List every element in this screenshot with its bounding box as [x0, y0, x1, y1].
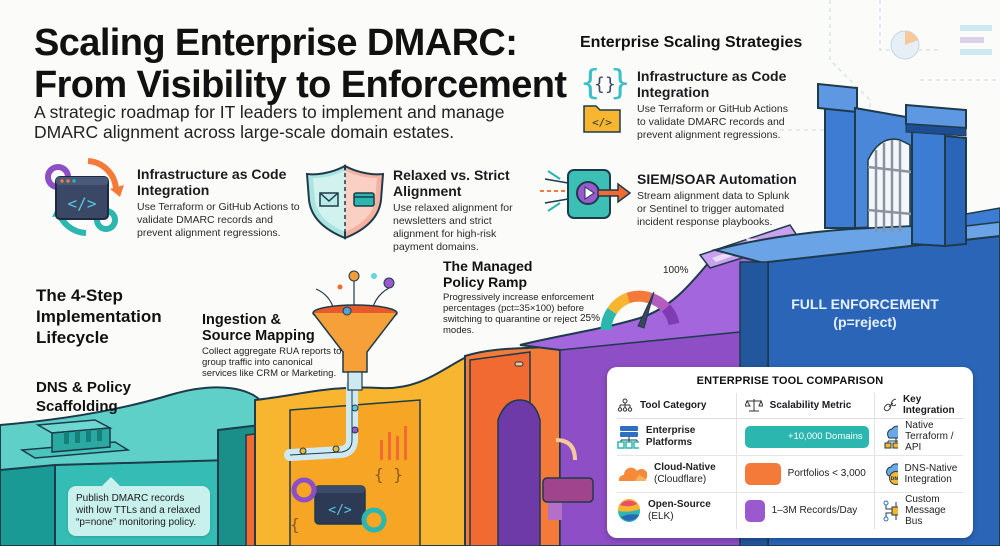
dns-cloud-icon: DNS [885, 462, 898, 485]
split-shield-icon [305, 160, 390, 240]
table-header-row: Tool Category Scalability Metric Key Int… [617, 393, 963, 419]
page-title: Scaling Enterprise DMARC: From Visibilit… [34, 22, 567, 106]
metric-bar [744, 499, 765, 522]
step-dns-callout: Publish DMARC records with low TTLs and … [68, 477, 210, 536]
lifecycle-heading: The 4-Step Implementation Lifecycle [36, 286, 162, 347]
feature-iac: Infrastructure as Code Integration Use T… [137, 166, 300, 239]
link-icon [883, 399, 896, 412]
gauge-max-label: 100% [663, 265, 689, 276]
svg-text:</>: </> [328, 503, 352, 518]
table-row: Enterprise Platforms +10,000 Domains Nat… [617, 418, 963, 456]
message-bus-icon [883, 500, 899, 522]
svg-text:</>: </> [592, 116, 612, 129]
hierarchy-icon [617, 398, 633, 412]
feature-siem: SIEM/SOAR Automation Stream alignment da… [637, 171, 797, 228]
svg-text:{: { [580, 63, 600, 103]
code-window-gears-icon: </> [38, 155, 133, 240]
metric-bar: +10,000 Domains [744, 425, 869, 448]
header-integration: Key Integration [874, 393, 963, 419]
stream-play-icon [540, 165, 635, 225]
cloudflare-cloud-icon [618, 467, 647, 481]
braces-folder-icon: { {} } </> [580, 60, 630, 135]
step-policy-ramp: The Managed Policy Ramp Progressively in… [443, 258, 595, 336]
svg-text:{}: {} [594, 74, 616, 95]
tool-comparison-card: ENTERPRISE TOOL COMPARISON Tool Category… [607, 367, 973, 538]
server-network-icon [617, 425, 639, 449]
comparison-table: Tool Category Scalability Metric Key Int… [617, 393, 963, 529]
elk-logo-icon [617, 498, 640, 522]
header-tool-category: Tool Category [617, 393, 737, 419]
svg-text:{: { [290, 515, 300, 534]
svg-text:DNS: DNS [890, 476, 897, 482]
step-dns-scaffolding: DNS & Policy Scaffolding [36, 379, 132, 415]
svg-text:{ }: { } [374, 465, 403, 484]
table-row: Cloud-Native(Cloudflare) Portfolios < 3,… [617, 455, 963, 493]
step-full-enforcement: FULL ENFORCEMENT (p=reject) [791, 296, 939, 330]
svg-text:</>: </> [68, 194, 97, 213]
page-subtitle: A strategic roadmap for IT leaders to im… [34, 102, 505, 142]
gauge-min-label: 25% [580, 313, 601, 324]
metric-bar [744, 462, 781, 485]
scales-icon [744, 399, 763, 412]
header-scalability: Scalability Metric [736, 393, 875, 419]
svg-text:}: } [610, 63, 630, 103]
strategies-heading: Enterprise Scaling Strategies [580, 34, 803, 51]
comparison-title: ENTERPRISE TOOL COMPARISON [696, 375, 884, 387]
feature-alignment: Relaxed vs. Strict Alignment Use relaxed… [393, 167, 513, 253]
strategy-iac: Infrastructure as Code Integration Use T… [637, 68, 788, 141]
table-row: Open-Source(ELK) 1–3M Records/Day Custom… [617, 492, 963, 529]
cloud-network-icon [884, 425, 899, 448]
step-ingestion: Ingestion & Source Mapping Collect aggre… [202, 312, 342, 379]
